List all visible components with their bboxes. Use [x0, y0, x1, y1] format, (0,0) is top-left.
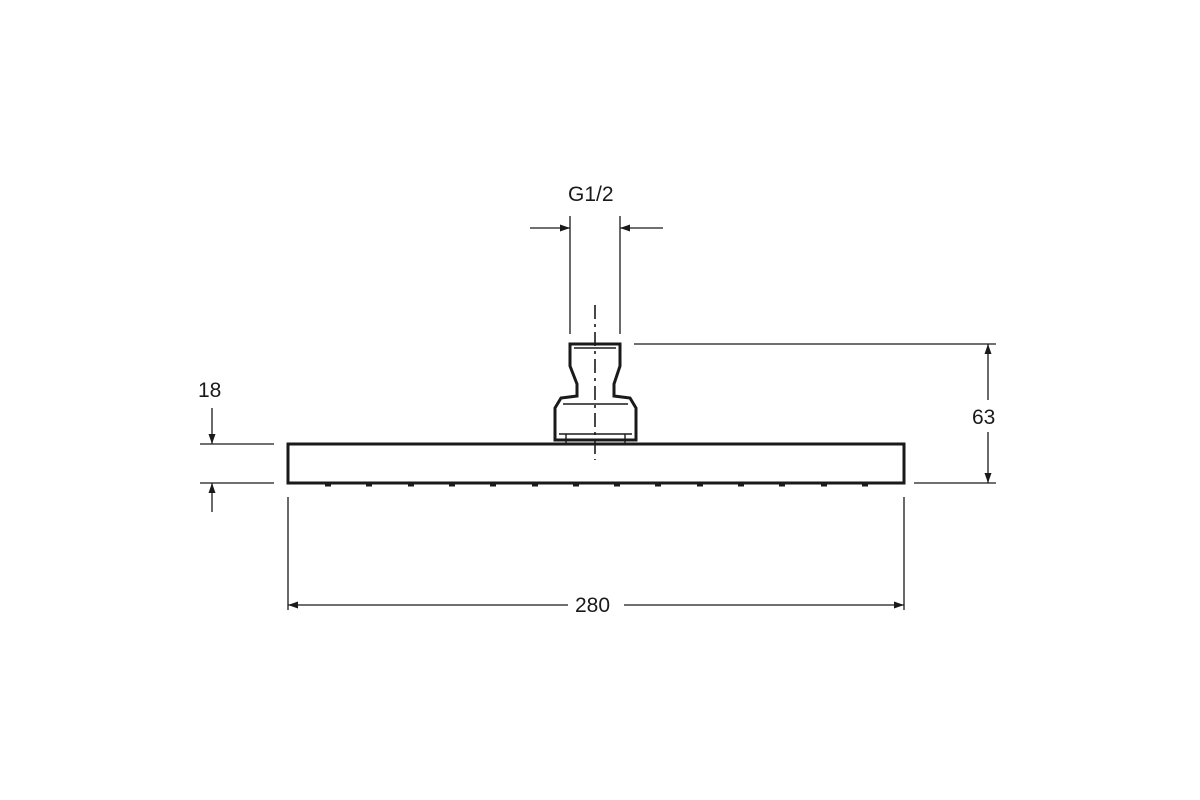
thickness-dimension [200, 408, 274, 512]
width-dimension [287, 497, 905, 610]
height-label: 63 [972, 406, 996, 429]
width-label: 280 [571, 595, 615, 617]
thickness-label: 18 [198, 379, 222, 402]
connector-body [553, 342, 638, 442]
thread-dimension [530, 216, 663, 334]
thread-size-label: G1/2 [568, 183, 614, 206]
shower-plate [286, 442, 906, 485]
height-dimension [634, 343, 996, 484]
